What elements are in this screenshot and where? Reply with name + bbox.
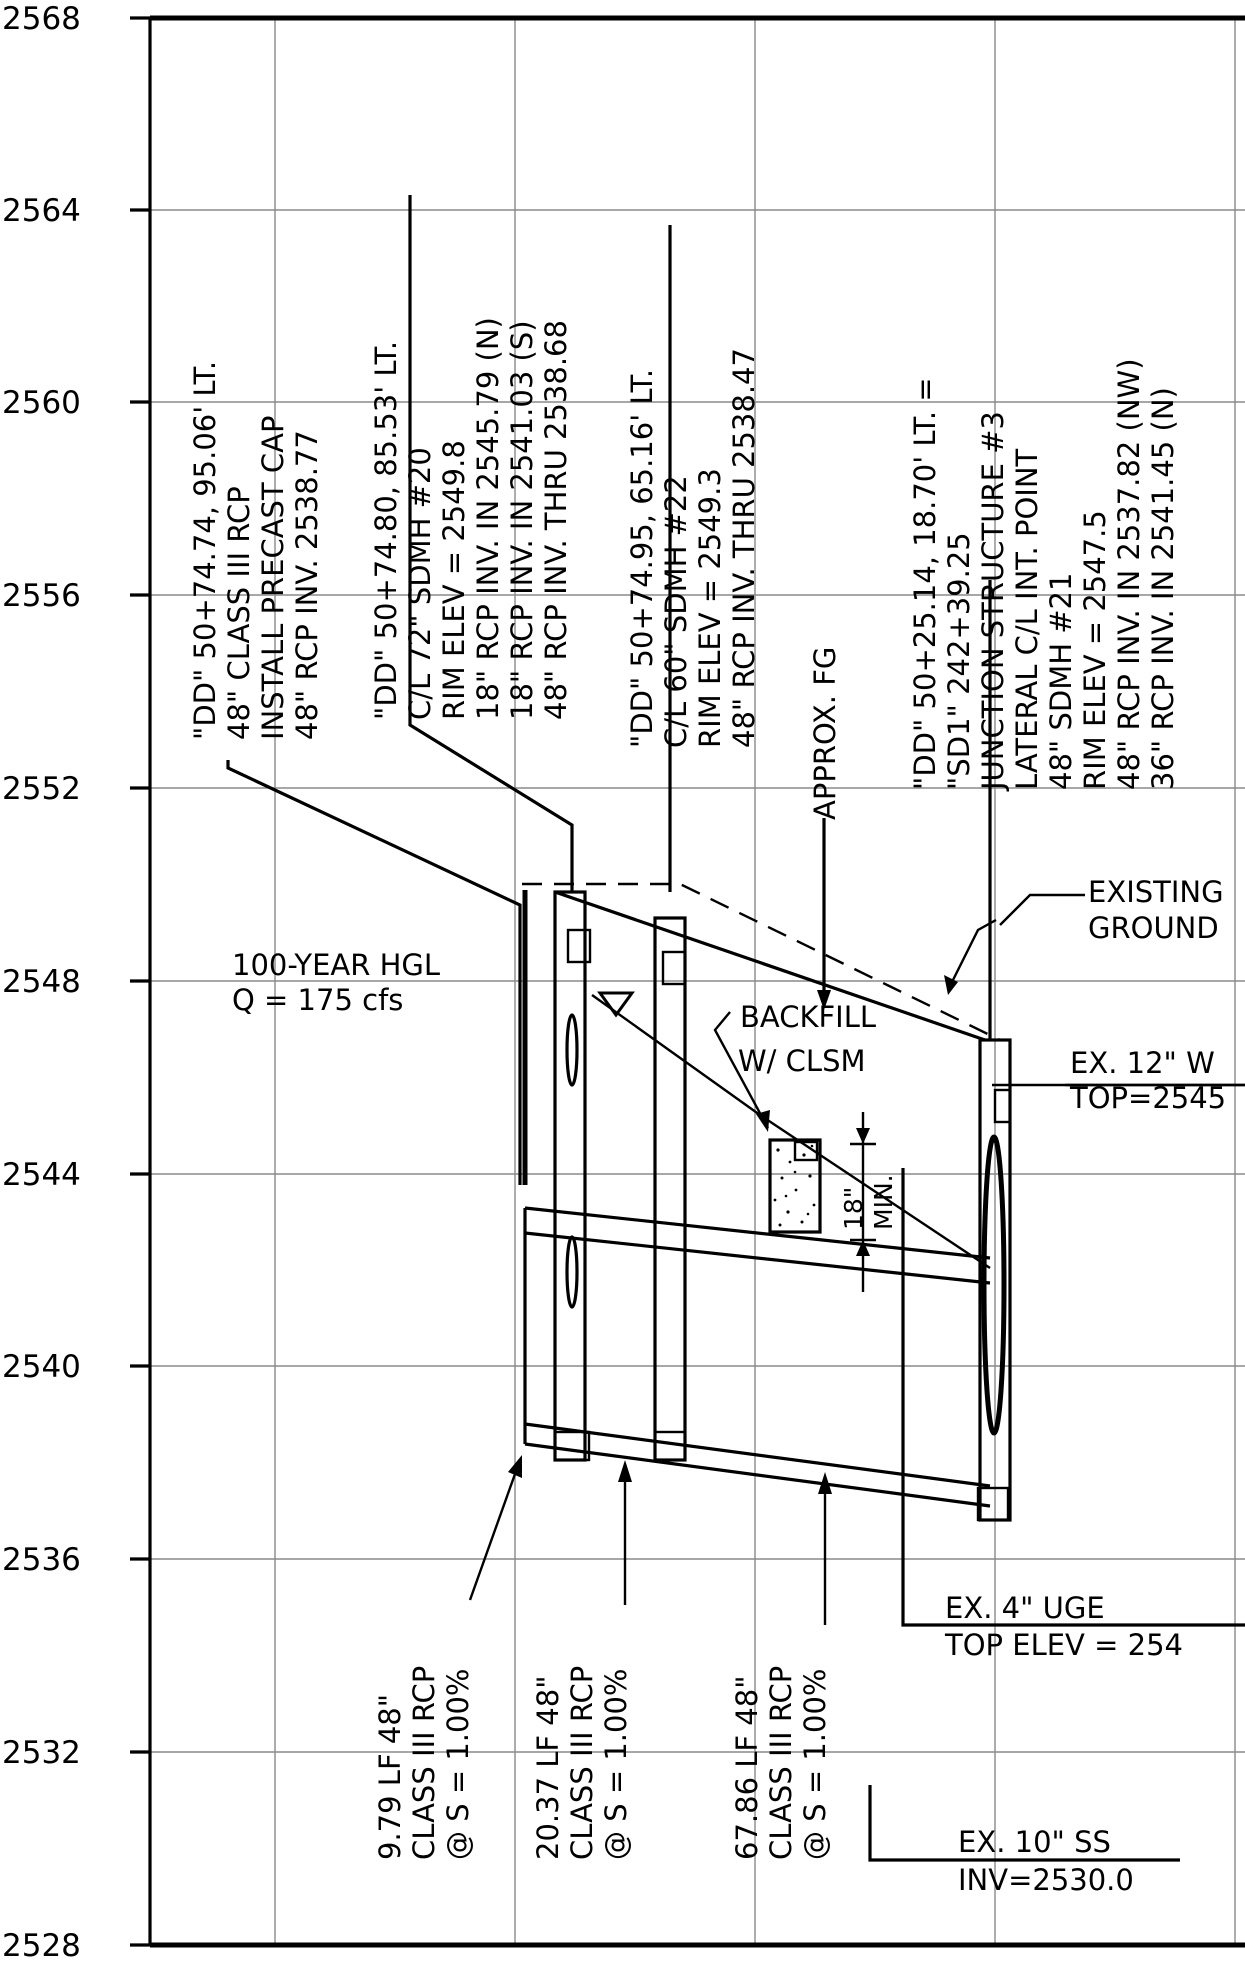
- elev-label: 2564: [2, 193, 81, 229]
- existing-ss-invert: INV=2530.0: [958, 1863, 1134, 1897]
- note-approx-fg: APPROX. FG: [808, 647, 842, 820]
- sdmh-20: [553, 890, 592, 1462]
- elev-label: 2536: [2, 1542, 81, 1578]
- hgl-triangle-icon: [597, 991, 635, 1018]
- elev-label: 2540: [2, 1349, 81, 1385]
- note-sdmh-20-callout: "DD" 50+74.80, 85.53' LT. C/L 72" SDMH #…: [369, 308, 573, 720]
- existing-ground-line: [522, 882, 1001, 1042]
- elev-label: 2532: [2, 1735, 81, 1771]
- hgl-flow: Q = 175 cfs: [232, 983, 403, 1017]
- existing-ss-label: EX. 10" SS: [958, 1825, 1111, 1859]
- elevation-ticks: [130, 16, 150, 1947]
- clsm-backfill-block: [768, 1138, 822, 1234]
- hgl-line: [591, 994, 991, 1269]
- elev-label: 2568: [2, 1, 81, 37]
- existing-uge-top: TOP ELEV = 254: [944, 1628, 1183, 1662]
- note-junction-structure-callout: "DD" 50+25.14, 18.70' LT. = "SD1" 242+39…: [908, 349, 1180, 792]
- note-sdmh-22-callout: "DD" 50+74.95, 65.16' LT. C/L 60" SDMH #…: [625, 348, 761, 748]
- existing-water-top: TOP=2545: [1069, 1081, 1226, 1115]
- note-cap-callout: "DD" 50+74.74, 95.06' LT. 48" CLASS III …: [188, 352, 324, 740]
- elev-label: 2556: [2, 578, 81, 614]
- elev-label: 2560: [2, 385, 81, 421]
- hgl-title: 100-YEAR HGL: [232, 948, 440, 982]
- elev-label: 2544: [2, 1157, 81, 1193]
- pipe-run-label-1: 9.79 LF 48" CLASS III RCP @ S = 1.00%: [373, 1657, 475, 1860]
- elev-label: 2552: [2, 771, 81, 807]
- pipe-run-label-3: 67.86 LF 48" CLASS III RCP @ S = 1.00%: [730, 1657, 832, 1860]
- pipe-48-rcp: [523, 1206, 991, 1508]
- sdmh-21-junction: [976, 1038, 1012, 1522]
- elev-label: 2548: [2, 964, 81, 1000]
- min-18-dimension: [850, 1112, 876, 1292]
- existing-ground-label: EXISTING: [1088, 875, 1224, 909]
- sdmh-22: [653, 916, 687, 1462]
- finished-grade-line: [554, 890, 986, 1042]
- pipe-run-label-2: 20.37 LF 48" CLASS III RCP @ S = 1.00%: [531, 1657, 633, 1860]
- elevation-axis-labels: 2568 2564 2560 2556 2552 2548 2544 2540 …: [2, 1, 81, 1964]
- min-18-label: 18" MIN.: [839, 1174, 898, 1230]
- existing-uge-label: EX. 4" UGE: [945, 1591, 1105, 1625]
- backfill-label: W/ CLSM: [738, 1044, 866, 1078]
- backfill-label: BACKFILL: [740, 1000, 876, 1034]
- leader-lines: [226, 195, 1245, 1862]
- existing-ground-label: GROUND: [1088, 911, 1219, 945]
- elev-label: 2528: [2, 1928, 81, 1964]
- existing-water-label: EX. 12" W: [1070, 1046, 1215, 1080]
